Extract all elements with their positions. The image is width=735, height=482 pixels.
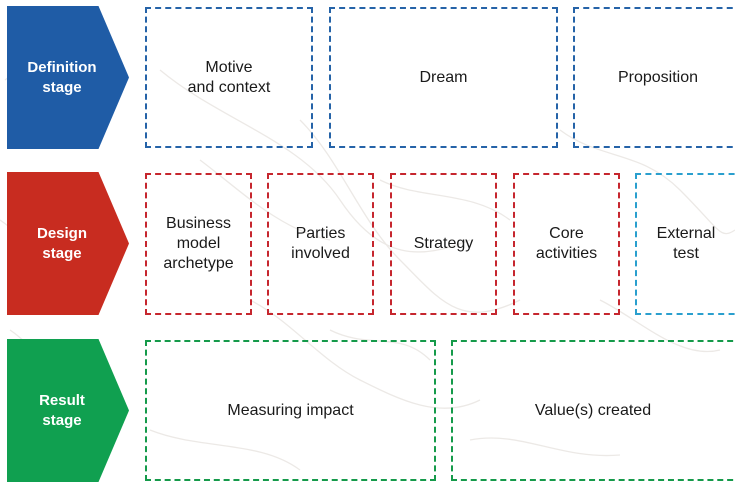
definition-stage-label: Definition stage: [27, 58, 97, 96]
values-created-label: Value(s) created: [534, 401, 652, 419]
parties-involved-label: Parties involved: [291, 225, 350, 262]
strategy-box: Strategy: [390, 173, 497, 315]
definition-stage-arrow: Definition stage: [7, 6, 129, 149]
core-activities-label: Core activities: [535, 225, 598, 262]
dream-box: Dream: [329, 7, 558, 148]
core-activities-box: Core activities: [513, 173, 620, 315]
proposition-box: Proposition: [573, 7, 735, 148]
parties-involved-box: Parties involved: [267, 173, 374, 315]
result-stage-arrow: Result stage: [7, 339, 129, 482]
external-test-label: External test: [656, 225, 716, 262]
motive-and-context-label: Motive and context: [187, 58, 271, 96]
design-stage-label: Design stage: [36, 224, 87, 262]
measuring-impact-label: Measuring impact: [227, 401, 354, 419]
measuring-impact-box: Measuring impact: [145, 340, 436, 481]
business-model-archetype-box: Business model archetype: [145, 173, 252, 315]
business-model-archetype-label: Business model archetype: [163, 215, 234, 272]
strategy-label: Strategy: [413, 235, 474, 252]
dream-label: Dream: [419, 68, 468, 86]
design-stage-arrow: Design stage: [7, 172, 129, 315]
motive-and-context-box: Motive and context: [145, 7, 313, 148]
values-created-box: Value(s) created: [451, 340, 735, 481]
external-test-box: External test: [635, 173, 735, 315]
result-stage-label: Result stage: [39, 391, 85, 429]
proposition-label: Proposition: [617, 68, 699, 86]
